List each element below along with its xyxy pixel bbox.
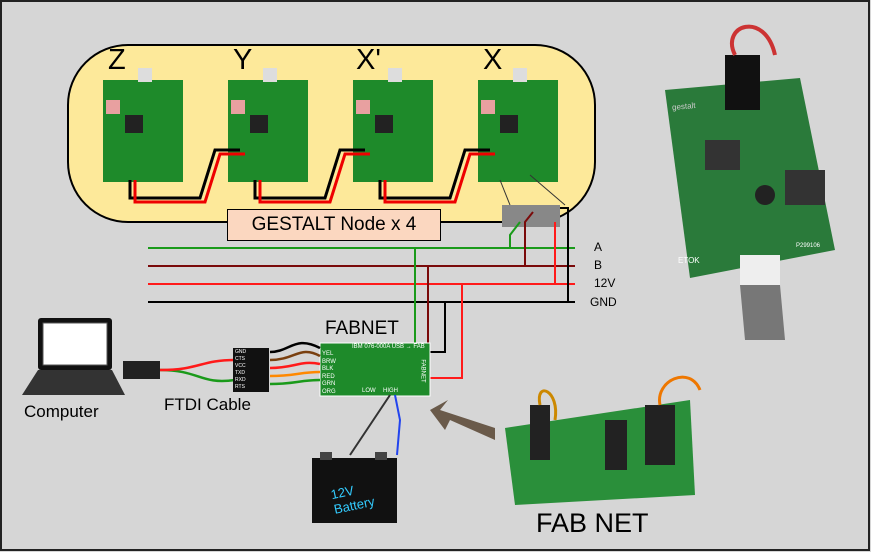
pin-label: CTS [235, 356, 245, 362]
pin-label: BLK [322, 366, 334, 372]
pin-label: GRN [322, 381, 336, 387]
photo-text-etok: ETOK [678, 256, 700, 265]
bus-label-12v: 12V [594, 276, 616, 290]
node-board-y [228, 68, 308, 182]
pin-label: YEL [322, 351, 334, 357]
ftdi-label: FTDI Cable [164, 395, 251, 414]
node-label-x-prime: X' [356, 44, 381, 76]
ftdi-connector [233, 348, 269, 392]
gestalt-node-label: GESTALT Node x 4 [227, 209, 441, 241]
fabnet-photo [505, 375, 702, 505]
fabnet-low-label: LOW [362, 388, 376, 394]
gestalt-node-photo [665, 24, 835, 340]
fabnet-side-label: FABNET [419, 359, 426, 383]
battery-icon [312, 452, 397, 523]
pin-label: GND [235, 349, 247, 355]
node-label-x: X [483, 44, 503, 76]
bus-label-gnd: GND [590, 295, 617, 309]
bus-label-b: B [594, 258, 603, 272]
node-label-z: Z [108, 44, 126, 76]
pin-label: VCC [235, 363, 246, 369]
pin-label: TXD [235, 370, 245, 376]
pin-label: ORG [322, 388, 336, 395]
ftdi-cable-wires [159, 342, 321, 386]
bus-label-a: A [594, 240, 603, 254]
pin-label: BRW [322, 358, 336, 365]
bus-lines [148, 207, 575, 379]
photo-text-part: P299106 [796, 243, 821, 249]
fabnet-board [319, 342, 431, 397]
computer-label: Computer [24, 402, 99, 421]
computer-icon [22, 318, 125, 395]
usb-plug-icon [123, 361, 160, 379]
fabnet-board-header: IBM 076-000A USB → FAB [352, 344, 425, 350]
node-label-y: Y [233, 44, 253, 76]
node-board-x-prime [353, 68, 433, 182]
fabnet-photo-label: FAB NET [536, 508, 649, 538]
node-board-x [478, 68, 558, 182]
gestalt-nodes [103, 68, 558, 182]
fabnet-high-label: HIGH [383, 388, 398, 394]
pin-label: RED [322, 373, 335, 380]
node-board-z [103, 68, 183, 182]
pin-label: RTS [235, 384, 245, 390]
pin-label: RXD [235, 377, 246, 383]
fabnet-title: FABNET [325, 318, 399, 339]
node-chain-cables [128, 148, 495, 204]
arrow-icon [430, 400, 495, 440]
